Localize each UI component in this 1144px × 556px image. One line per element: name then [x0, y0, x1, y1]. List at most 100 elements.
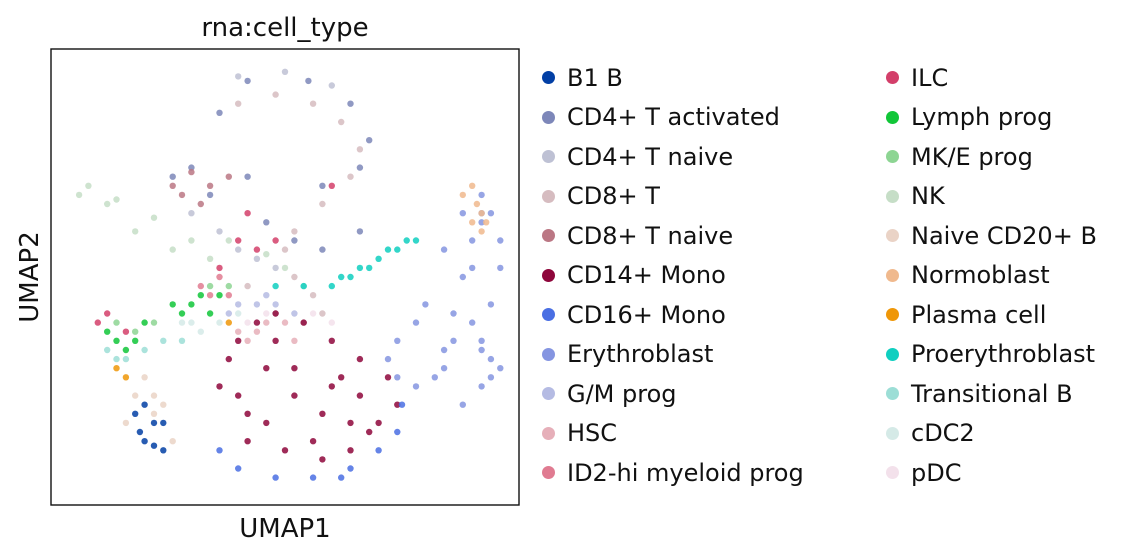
scatter-point [375, 447, 382, 454]
scatter-point [188, 237, 195, 244]
legend-label: CD4+ T naive [567, 142, 734, 171]
scatter-point [206, 310, 214, 317]
scatter-point [272, 282, 279, 290]
x-axis-label: UMAP1 [239, 514, 330, 544]
scatter-point [235, 310, 242, 317]
scatter-point [178, 191, 186, 199]
scatter-point [384, 374, 392, 381]
scatter-point [473, 200, 481, 208]
legend-label: Normoblast [911, 261, 1050, 290]
scatter-point [478, 191, 485, 199]
legend-label: pDC [911, 458, 962, 487]
legend-label: Transitional B [911, 379, 1073, 408]
scatter-point [94, 319, 102, 326]
scatter-point [459, 273, 466, 281]
scatter-point [487, 374, 495, 381]
scatter-point [216, 447, 223, 454]
scatter-point [178, 310, 186, 317]
scatter-point [319, 200, 326, 208]
scatter-points [75, 68, 504, 481]
scatter-point [422, 301, 429, 308]
scatter-point [431, 374, 438, 381]
scatter-point [244, 438, 251, 445]
scatter-point [281, 246, 289, 253]
scatter-point [216, 292, 223, 299]
legend-label: Plasma cell [911, 300, 1047, 329]
scatter-point [235, 100, 242, 107]
scatter-point [235, 301, 242, 308]
scatter-point [244, 319, 251, 326]
scatter-point [319, 246, 326, 253]
legend-item: ID2-hi myeloid prog [542, 453, 804, 493]
scatter-point [253, 319, 261, 326]
scatter-point [309, 474, 317, 481]
scatter-point [459, 210, 466, 217]
scatter-point [75, 191, 83, 199]
scatter-point [235, 237, 242, 244]
legend-item: CD14+ Mono [542, 256, 804, 296]
scatter-point [319, 456, 326, 463]
scatter-point [300, 282, 307, 290]
legend-label: G/M prog [567, 379, 677, 408]
scatter-point [478, 346, 485, 354]
scatter-point [366, 137, 373, 144]
scatter-point [450, 310, 457, 317]
legend-marker [886, 229, 899, 243]
scatter-point [272, 237, 279, 244]
scatter-point [132, 337, 139, 344]
scatter-point [412, 319, 420, 326]
scatter-point [384, 246, 392, 253]
scatter-point [338, 118, 345, 126]
scatter-point [281, 447, 289, 454]
scatter-point [440, 246, 448, 253]
scatter-point [160, 419, 167, 427]
scatter-point [160, 337, 167, 344]
legend-marker [542, 71, 555, 85]
scatter-point [469, 319, 476, 326]
legend-marker [886, 71, 899, 85]
legend-label: Erythroblast [567, 340, 714, 369]
scatter-point [347, 465, 354, 472]
legend-label: HSC [567, 419, 618, 448]
scatter-point [263, 251, 270, 258]
scatter-point [113, 365, 120, 372]
legend-item: CD8+ T [542, 177, 804, 217]
scatter-point [169, 173, 176, 180]
scatter-point [478, 219, 485, 226]
scatter-point [132, 410, 139, 417]
legend-label: B1 B [567, 63, 623, 92]
scatter-point [272, 91, 279, 98]
scatter-point [141, 401, 148, 408]
scatter-point [104, 310, 111, 317]
scatter-point [206, 182, 214, 189]
legend-label: Lymph prog [911, 103, 1053, 132]
legend-marker [542, 110, 555, 124]
scatter-point [478, 383, 485, 390]
scatter-point [206, 282, 214, 290]
scatter-point [497, 264, 504, 272]
scatter-point [188, 319, 195, 326]
chart-title: rna:cell_type [201, 13, 368, 43]
scatter-point [235, 246, 242, 253]
scatter-point [375, 255, 382, 262]
scatter-point [347, 100, 354, 107]
scatter-point [244, 282, 251, 290]
legend-label: MK/E prog [911, 142, 1033, 171]
y-axis-label: UMAP2 [15, 231, 45, 322]
scatter-point [384, 355, 392, 363]
legend-label: CD16+ Mono [567, 300, 726, 329]
legend-item: Lymph prog [886, 98, 1097, 138]
scatter-point [356, 355, 364, 363]
scatter-point [235, 392, 242, 399]
scatter-point [178, 319, 186, 326]
legend-marker [542, 268, 555, 282]
scatter-point [309, 438, 317, 445]
legend-marker [886, 268, 899, 282]
legend-marker [542, 347, 555, 361]
scatter-point [291, 228, 298, 235]
scatter-point [487, 210, 495, 217]
scatter-point [113, 319, 120, 326]
legend-item: pDC [886, 453, 1097, 493]
scatter-point [141, 319, 148, 326]
legend-label: CD4+ T activated [567, 103, 780, 132]
